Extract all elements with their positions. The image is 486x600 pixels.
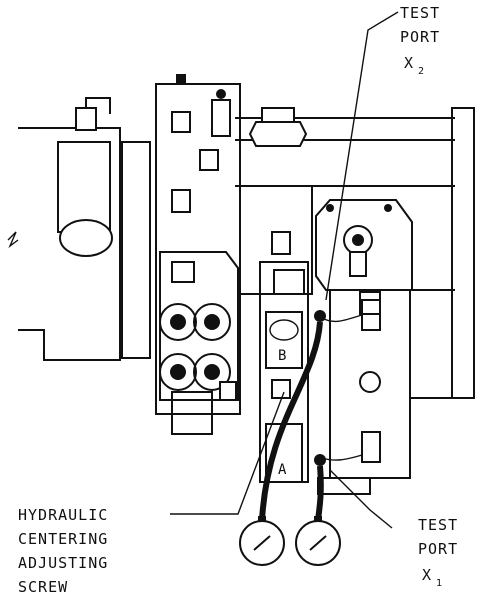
marker-a: A <box>278 462 287 478</box>
label-screw-line4: SCREW <box>18 578 68 596</box>
upper-valve-body <box>155 74 241 415</box>
port-block <box>159 251 239 435</box>
label-test-port-x2-line2: PORT <box>400 28 440 46</box>
gauge-left <box>239 516 285 566</box>
label-screw-line1: HYDRAULIC <box>18 506 108 524</box>
left-housing <box>7 97 151 361</box>
gauge-hoses <box>259 314 363 521</box>
label-test-port-x2-line1: TEST <box>400 4 440 22</box>
marker-b: B <box>278 348 287 364</box>
label-screw-line2: CENTERING <box>18 530 108 548</box>
label-test-port-x1-sub: 1 <box>436 578 443 589</box>
right-control-body <box>314 199 413 495</box>
hex-bolt <box>248 107 308 147</box>
label-test-port-x2-sub: 2 <box>418 66 425 77</box>
leader-lines <box>170 11 399 529</box>
label-test-port-x1-line1: TEST <box>418 516 458 534</box>
label-screw-line3: ADJUSTING <box>18 554 108 572</box>
label-test-port-x1-line2: PORT <box>418 540 458 558</box>
label-test-port-x2-line3: X <box>404 54 414 72</box>
gauge-right <box>295 516 341 566</box>
label-test-port-x1-line3: X <box>422 566 432 584</box>
